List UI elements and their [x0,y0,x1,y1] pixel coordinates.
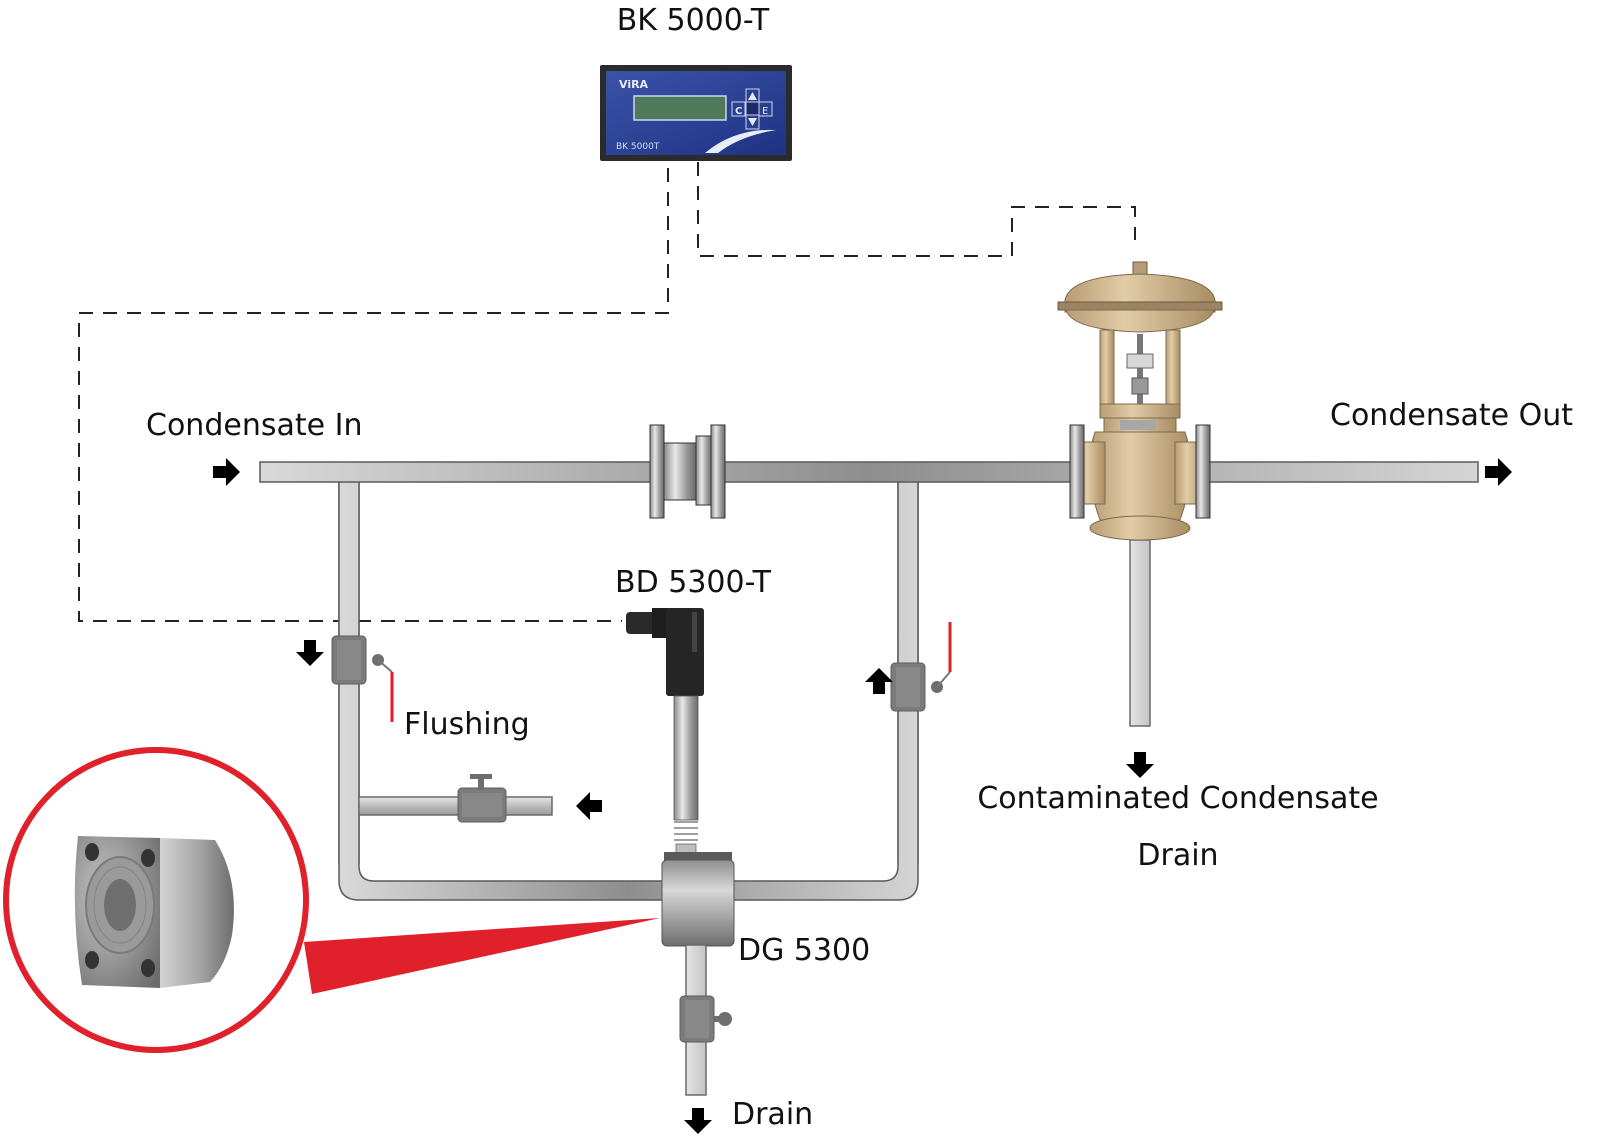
key-down-icon [748,118,757,126]
callout-pointer [304,918,660,994]
arrow-down-icon [296,640,324,666]
controller-display [633,95,727,121]
fitting-label: DG 5300 [738,933,870,968]
controller-brand: ViRA [619,78,649,91]
drain-label: Drain [732,1097,813,1132]
inline-strainer[interactable] [649,424,726,519]
control-valve[interactable] [1057,261,1223,727]
arrow-down-icon [1126,752,1154,778]
signal-lines [78,162,1136,622]
arrow-left-icon [576,792,602,820]
signal-line-controller-to-valve [697,162,1136,257]
key-up-icon [748,92,757,100]
arrow-up-icon [865,668,893,694]
contaminated-drain-label-line2: Drain [1137,838,1218,873]
flow-arrows [213,458,1512,1134]
arrow-right-icon [213,458,240,486]
fitting-closeup-image [74,836,234,988]
ball-valve-flushing[interactable] [457,774,507,823]
signal-line-controller-to-sensor [78,168,669,622]
controller-label: BK 5000-T [617,3,770,38]
fitting-callout [3,747,660,1053]
ball-valve-drain[interactable] [679,995,732,1043]
sensor-label: BD 5300-T [615,565,772,600]
key-e-label: E [762,106,768,117]
bypass-loop [338,479,919,901]
fitting-dg5300[interactable] [661,852,735,947]
key-c-label: C [735,106,742,117]
condensate-out-label: Condensate Out [1330,398,1573,433]
flushing-label: Flushing [404,707,530,742]
key-c-button[interactable] [731,101,746,117]
controller-bk5000t[interactable]: ViRA C E BK 5000T [600,65,792,161]
ball-valve-left-bypass[interactable] [331,635,394,722]
controller-model-text: BK 5000T [616,142,660,152]
contaminated-drain-label-line1: Contaminated Condensate [977,781,1378,816]
arrow-right-icon [1485,458,1512,486]
arrow-down-icon [684,1108,712,1134]
panel-swoosh-decoration [705,129,776,153]
condensate-in-label: Condensate In [146,408,362,443]
sensor-bd5300t[interactable] [626,608,704,857]
ball-valve-right-bypass[interactable] [890,622,952,712]
main-pipeline [259,461,1479,483]
